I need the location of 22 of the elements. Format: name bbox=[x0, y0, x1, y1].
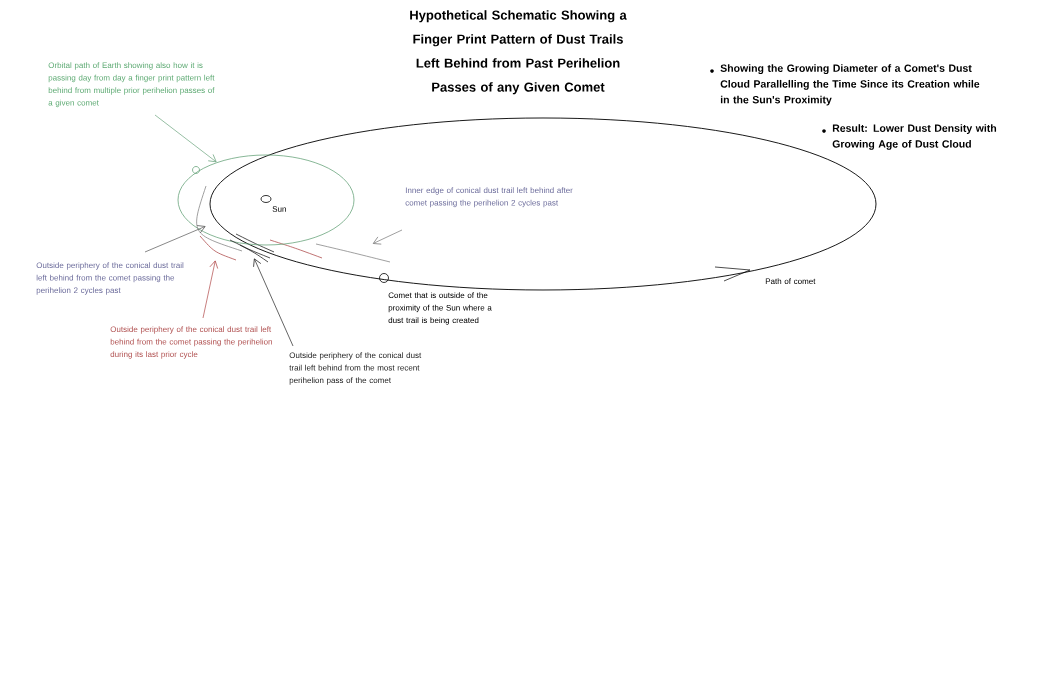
callout-text: Orbital path of Earth showing also how it is passing day from day a finger print pattern left behind from multiple prior perihelion passes of a given comet bbox=[48, 62, 215, 108]
bullet-text: Showing the Growing Diameter of a Comet's Dust Cloud Parallelling the Time Since its Creation while in the Sun's Proximity bbox=[720, 64, 980, 106]
label: Path of comet bbox=[765, 278, 816, 285]
dust-trail-arc bbox=[229, 239, 271, 259]
dust-trail-arc bbox=[315, 243, 391, 263]
label: Sun bbox=[272, 206, 286, 212]
callout-text: Outside periphery of the conical dust trail left behind from the comet passing the perihelion 2 cycles past bbox=[36, 262, 184, 295]
bullet-text: Result: Lower Dust Density with Growing Age of Dust Cloud bbox=[832, 124, 997, 150]
callout-text: Outside periphery of the conical dust trail left behind from the most recent perihelion pass of the comet bbox=[289, 352, 422, 385]
earth-orbit bbox=[177, 154, 355, 246]
title: Hypothetical Schematic Showing a Finger Print Pattern of Dust Trails Left Behind from Past Perihelion Passes of any Given Comet bbox=[410, 10, 627, 95]
callout-text: Comet that is outside of the proximity of the Sun where a dust trail is being created bbox=[388, 292, 492, 325]
leader-line bbox=[253, 258, 294, 347]
comet-marker bbox=[379, 273, 389, 283]
leader-line bbox=[372, 229, 403, 245]
leader-line bbox=[154, 114, 217, 163]
leader-line bbox=[202, 260, 219, 319]
leader-line bbox=[144, 225, 206, 253]
dust-trail-arc bbox=[196, 185, 243, 252]
dust-trail-arc bbox=[199, 235, 237, 261]
callout-text: Inner edge of conical dust trail left behind after comet passing the perihelion 2 cycles past bbox=[405, 187, 573, 208]
callout-text: Outside periphery of the conical dust trail left behind from the comet passing the perihelion during its last prior cycle bbox=[110, 326, 272, 359]
